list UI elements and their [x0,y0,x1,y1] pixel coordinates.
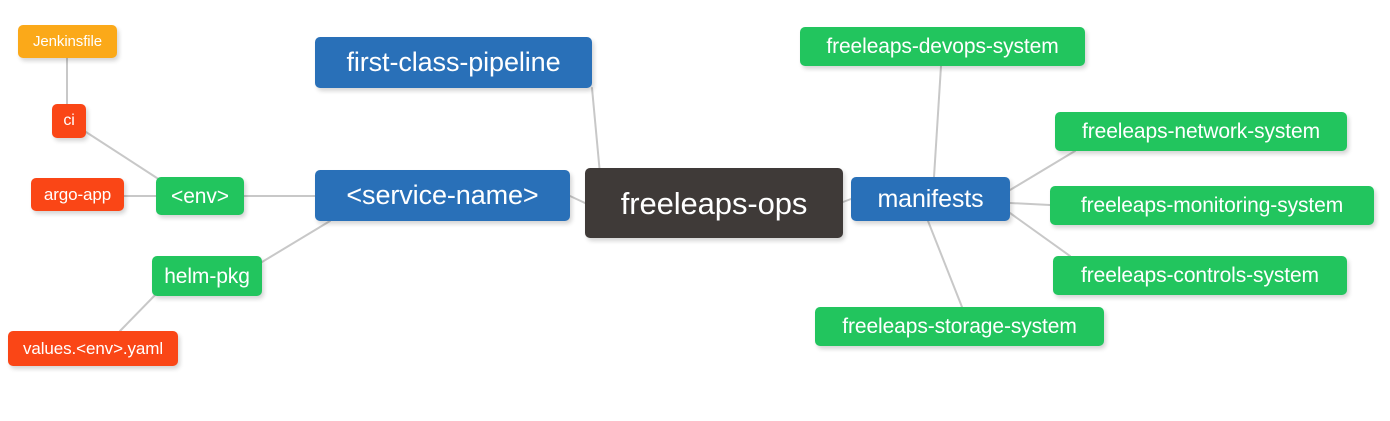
edge-manifests-to-freeleaps-monitoring-system [1009,202,1051,206]
node-helm-pkg[interactable]: helm-pkg [152,256,262,296]
node-env[interactable]: <env> [156,177,244,215]
node-jenkinsfile[interactable]: Jenkinsfile [18,25,117,58]
edge-manifests-to-freeleaps-network-system [1009,150,1076,191]
node-freeleaps-controls-system[interactable]: freeleaps-controls-system [1053,256,1347,295]
node-service-name[interactable]: <service-name> [315,170,570,221]
edge-manifests-to-freeleaps-devops-system [933,65,942,178]
edge-manifests-to-freeleaps-storage-system [927,220,963,308]
node-first-class-pipeline[interactable]: first-class-pipeline [315,37,592,88]
node-values-env-yaml[interactable]: values.<env>.yaml [8,331,178,366]
node-ci[interactable]: ci [52,104,86,138]
node-argo-app[interactable]: argo-app [31,178,124,211]
edge-freeleaps-ops-to-manifests [842,198,852,203]
edge-freeleaps-ops-to-first-class-pipeline [591,87,601,175]
node-freeleaps-network-system[interactable]: freeleaps-network-system [1055,112,1347,151]
node-freeleaps-ops[interactable]: freeleaps-ops [585,168,843,238]
node-manifests[interactable]: manifests [851,177,1010,221]
edge-helm-pkg-to-values-env-yaml [119,289,161,332]
edge-env-to-ci [85,131,161,181]
node-freeleaps-monitoring-system[interactable]: freeleaps-monitoring-system [1050,186,1374,225]
edge-service-name-to-helm-pkg [261,220,331,263]
node-freeleaps-storage-system[interactable]: freeleaps-storage-system [815,307,1104,346]
node-freeleaps-devops-system[interactable]: freeleaps-devops-system [800,27,1085,66]
edge-freeleaps-ops-to-service-name [569,195,586,204]
